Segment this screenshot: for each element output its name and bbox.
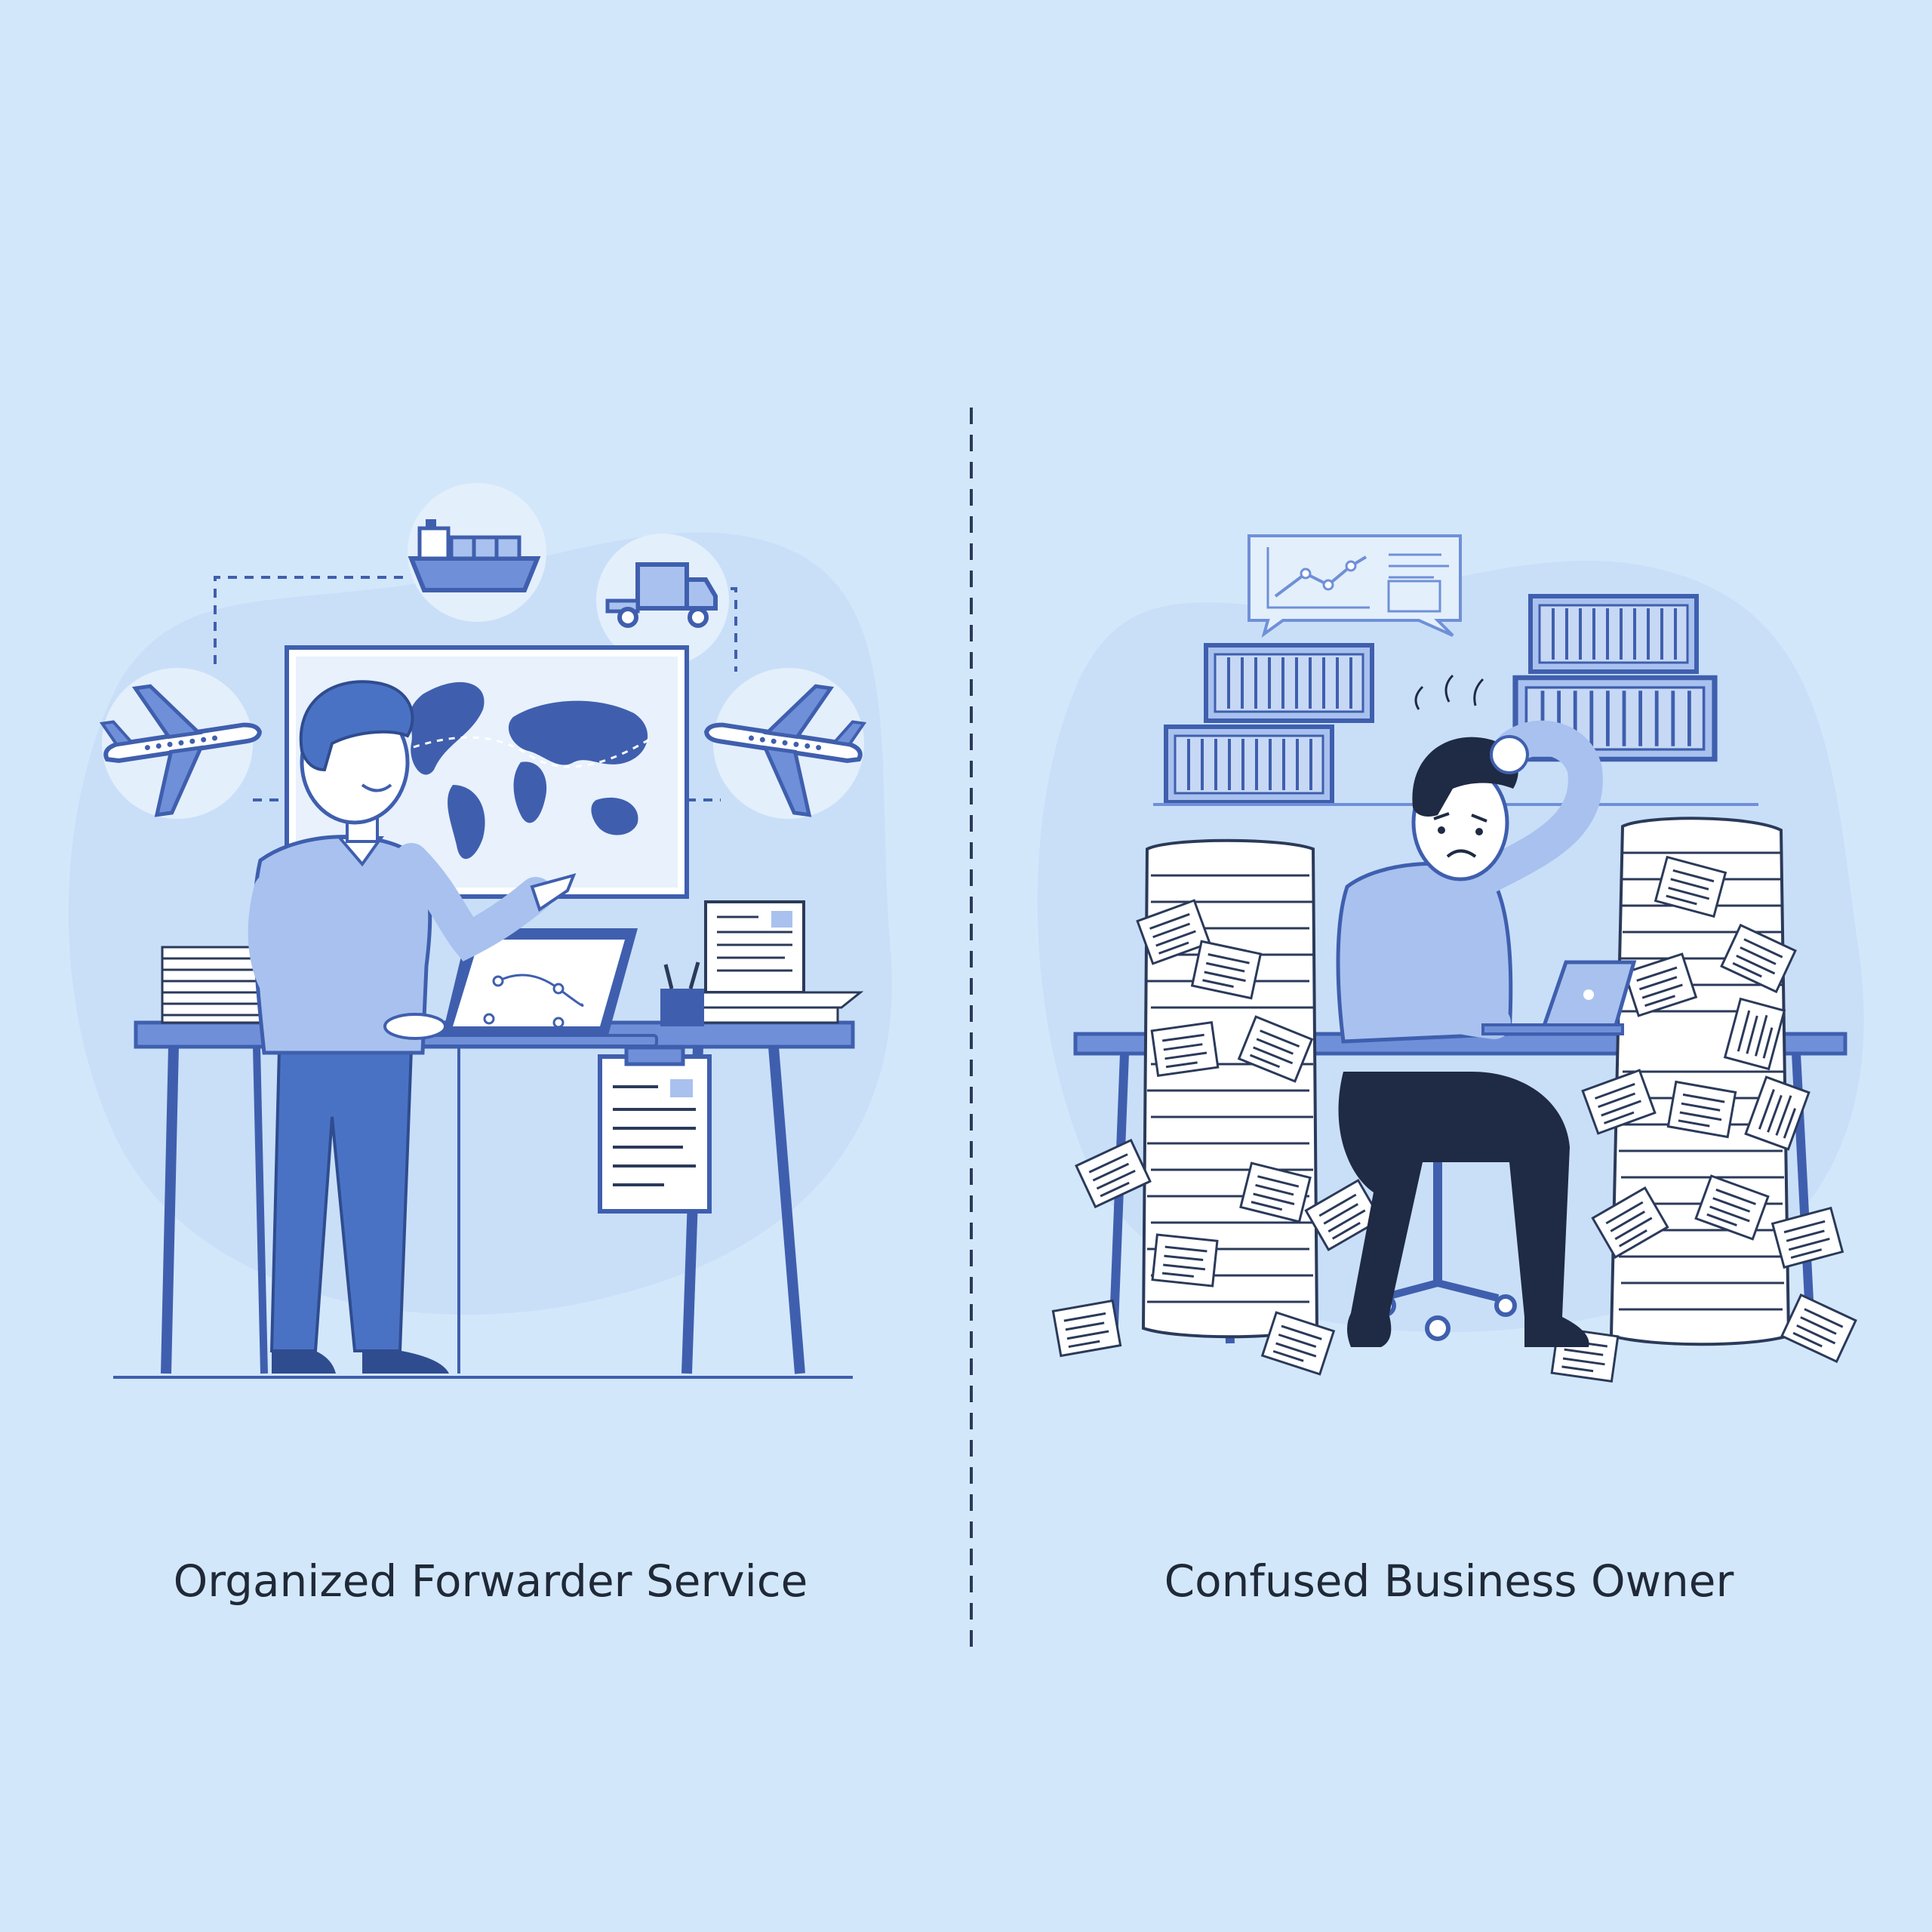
- right-panel-illustration: [1051, 534, 1857, 1383]
- laptop-icon: [279, 928, 658, 1048]
- route-connector: [214, 576, 737, 801]
- document-stack-icon: [700, 900, 864, 1024]
- airplane-left-icon: [97, 668, 269, 820]
- delivery-truck-icon: [596, 534, 729, 666]
- laptop-icon: [1481, 960, 1637, 1035]
- forwarder-person: [248, 680, 577, 1374]
- pen-holder-icon: [660, 961, 704, 1026]
- right-caption: Confused Business Owner: [1164, 1555, 1734, 1607]
- clipboard-icon: [598, 1045, 712, 1214]
- left-caption: Organized Forwarder Service: [173, 1555, 808, 1607]
- confused-person: [1336, 674, 1603, 1347]
- left-panel-illustration: [97, 483, 869, 1379]
- airplane-right-icon: [697, 668, 869, 820]
- chart-speech-bubble-icon: [1247, 534, 1462, 638]
- cargo-ship-icon: [408, 483, 546, 622]
